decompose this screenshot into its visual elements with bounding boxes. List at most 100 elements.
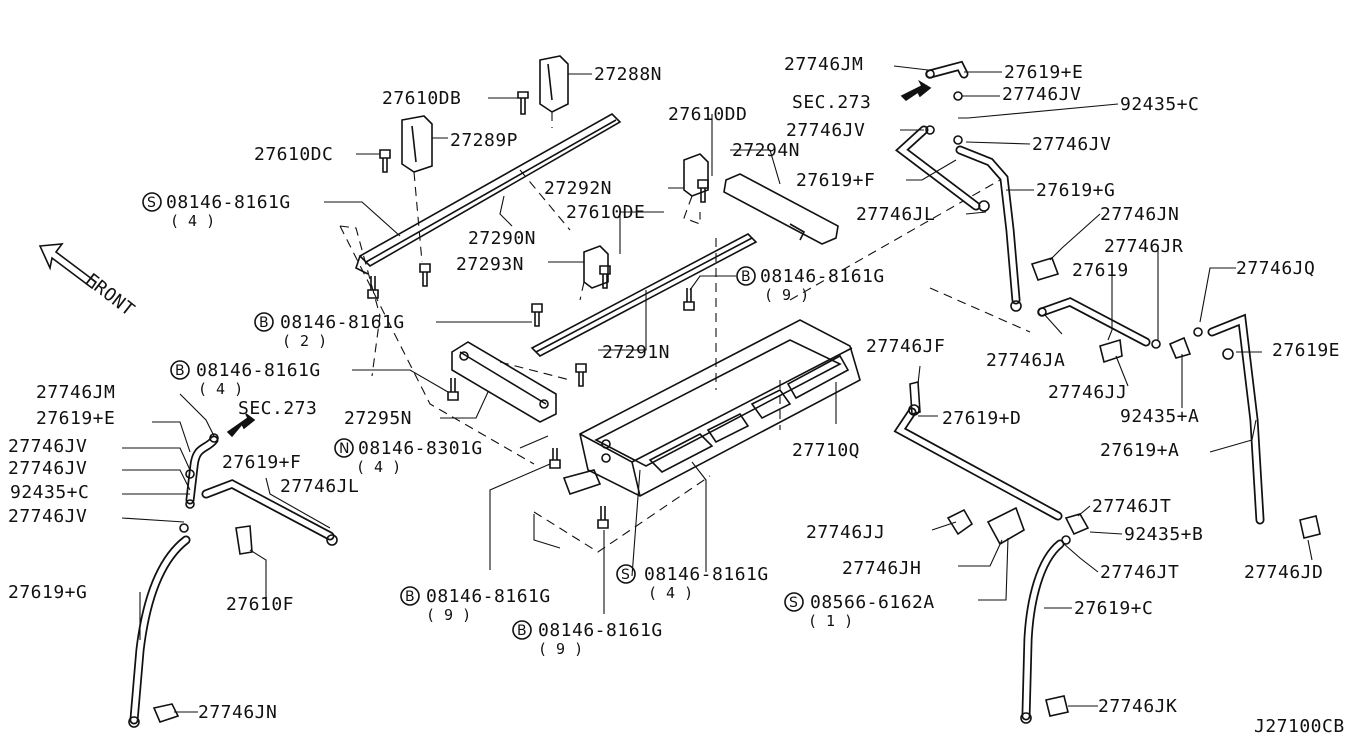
bracket-27293n — [583, 245, 609, 289]
label-27746ja: 27746JA — [986, 350, 1065, 371]
label-27619e-left: 27619+E — [36, 408, 115, 429]
label-92435b: 92435+B — [1124, 524, 1203, 545]
sec-273-left: SEC.273 — [238, 398, 317, 419]
label-27619g-left: 27619+G — [8, 582, 87, 603]
label-27746jv-top-2: 27746JV — [786, 120, 865, 141]
label-27746jt-1: 27746JT — [1092, 496, 1171, 517]
label-27294n: 27294N — [732, 140, 800, 161]
label-27293n: 27293N — [456, 254, 524, 275]
fastener-b-4: B 08146-8161G ( 9 ) — [400, 586, 551, 624]
label-27746jl-left: 27746JL — [280, 476, 359, 497]
label-27746jv-left-3: 27746JV — [8, 506, 87, 527]
label-27610dd: 27610DD — [668, 104, 747, 125]
label-27619e-bare: 27619E — [1272, 340, 1340, 361]
label-qty: ( 9 ) — [538, 640, 583, 658]
fastener-b-3: B 08146-8161G ( 4 ) — [170, 360, 321, 398]
label-qty: ( 4 ) — [198, 380, 243, 398]
label-27746jk: 27746JK — [1098, 696, 1177, 717]
label-27619e-top: 27619+E — [1004, 62, 1083, 83]
label-27746jj-bottom: 27746JJ — [806, 522, 885, 543]
label-27291n: 27291N — [602, 342, 670, 363]
pipe-27619-mid — [1037, 297, 1151, 347]
label-qty: ( 1 ) — [808, 612, 853, 630]
fastener-n-1: N 08146-8301G ( 4 ) — [334, 438, 482, 476]
pipe-27619c — [1020, 539, 1065, 724]
bracket-27289p — [401, 115, 433, 173]
fastener-b-1: B 08146-8161G ( 9 ) — [736, 266, 885, 304]
symbol-b: B — [517, 623, 527, 639]
label-27746jd: 27746JD — [1244, 562, 1323, 583]
label-27619f-left: 27619+F — [222, 452, 301, 473]
label-qty: ( 9 ) — [426, 606, 471, 624]
symbol-b: B — [259, 315, 269, 331]
label-bolt: 08146-8161G — [538, 620, 663, 641]
symbol-b: B — [175, 363, 185, 379]
label-27288n: 27288N — [594, 64, 662, 85]
label-27610db: 27610DB — [382, 88, 461, 109]
pipe-27619e-left — [185, 435, 219, 505]
front-label: FRONT — [81, 269, 139, 320]
label-qty: ( 4 ) — [648, 584, 693, 602]
sec-arrow-left-icon — [226, 413, 256, 438]
label-27746jm-top: 27746JM — [784, 54, 863, 75]
label-screw: 08566-6162A — [810, 592, 935, 613]
label-bolt: 08146-8161G — [280, 312, 405, 333]
pipe-27619g-top — [955, 145, 1021, 305]
label-qty: ( 2 ) — [282, 332, 327, 350]
clip-icon — [908, 380, 1090, 717]
label-qty: ( 4 ) — [170, 212, 215, 230]
label-qty: ( 9 ) — [764, 286, 809, 304]
bolt-icon — [367, 91, 709, 529]
bracket-27288n — [539, 55, 569, 113]
label-qty: ( 4 ) — [356, 458, 401, 476]
symbol-s: S — [621, 567, 630, 583]
symbol-n: N — [339, 441, 349, 457]
label-bolt: 08146-8161G — [166, 192, 291, 213]
label-27746jt-2: 27746JT — [1100, 562, 1179, 583]
rail-27294n — [723, 173, 839, 245]
label-27746jv-top-3: 27746JV — [1032, 134, 1111, 155]
fastener-b-5: B 08146-8161G ( 9 ) — [512, 620, 663, 658]
label-27289p: 27289P — [450, 130, 518, 151]
label-27746jm-left: 27746JM — [36, 382, 115, 403]
label-27610dc: 27610DC — [254, 144, 333, 165]
label-27619c: 27619+C — [1074, 598, 1153, 619]
tank-27710q — [562, 319, 861, 497]
label-27619a: 27619+A — [1100, 440, 1179, 461]
fastener-s-3: S 08566-6162A ( 1 ) — [784, 592, 935, 630]
sec-arrow-top-icon — [900, 79, 932, 102]
label-92435a: 92435+A — [1120, 406, 1199, 427]
label-27619g-top: 27619+G — [1036, 180, 1115, 201]
label-27292n: 27292N — [544, 178, 612, 199]
label-27746jv-left-2: 27746JV — [8, 458, 87, 479]
label-27746jn-left: 27746JN — [198, 702, 277, 723]
label-27746jr: 27746JR — [1104, 236, 1183, 257]
symbol-s: S — [147, 195, 156, 211]
label-27710q: 27710Q — [792, 440, 860, 461]
symbol-s: S — [789, 595, 798, 611]
label-27290n: 27290N — [468, 228, 536, 249]
label-bolt: 08146-8161G — [644, 564, 769, 585]
fastener-s-2: S 08146-8161G ( 4 ) — [616, 564, 769, 602]
label-27619f-top: 27619+F — [796, 170, 875, 191]
label-27746jv-left-1: 27746JV — [8, 436, 87, 457]
label-bolt: 08146-8161G — [426, 586, 551, 607]
label-bolt: 08146-8161G — [196, 360, 321, 381]
pipe-27619d — [893, 407, 1063, 521]
pipe-27619e-top — [925, 60, 969, 79]
label-27610f: 27610F — [226, 594, 294, 615]
rail-27290n — [355, 113, 622, 275]
pipe-27619a — [1207, 313, 1265, 525]
front-arrow-icon — [38, 243, 98, 290]
label-27746jl-top: 27746JL — [856, 204, 935, 225]
label-27746jf: 27746JF — [866, 336, 945, 357]
label-bolt: 08146-8161G — [760, 266, 885, 287]
label-27610de: 27610DE — [566, 202, 645, 223]
label-27746jq: 27746JQ — [1236, 258, 1315, 279]
bracket-27292n — [683, 153, 709, 197]
label-27619d: 27619+D — [942, 408, 1021, 429]
bracket-27295n — [451, 341, 557, 423]
label-92435c-top: 92435+C — [1120, 94, 1199, 115]
pipe-27619f-top — [894, 125, 981, 211]
label-27746jh: 27746JH — [842, 558, 921, 579]
